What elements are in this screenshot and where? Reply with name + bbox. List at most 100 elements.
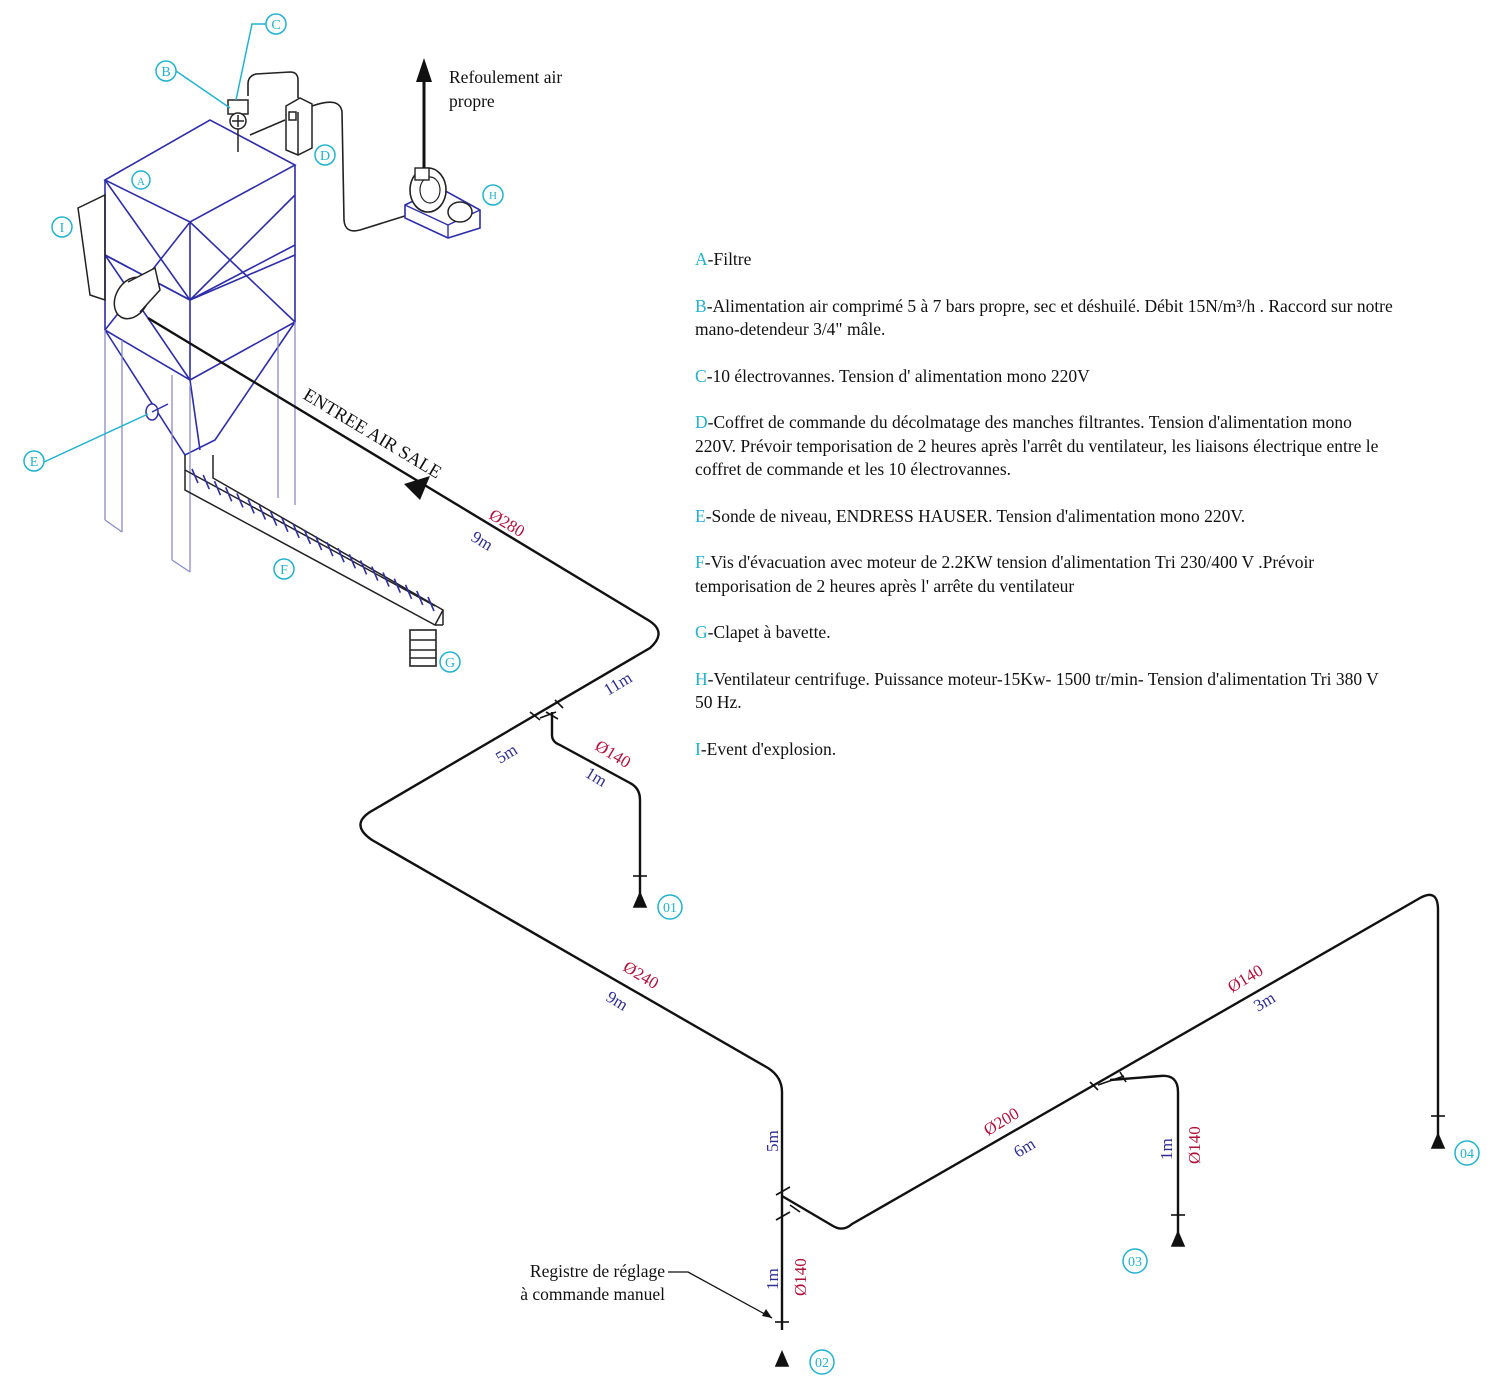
callout-D: D — [314, 144, 336, 166]
legend-text: -Filtre — [707, 249, 752, 269]
register-leader-arrow — [762, 1309, 772, 1318]
legend-item-a: A-Filtre — [695, 248, 1395, 272]
exhaust-label-line1: Refoulement air — [449, 67, 562, 87]
screw-flights — [191, 468, 435, 612]
inlet-bellmouth — [113, 266, 161, 320]
screw-flight — [427, 596, 435, 612]
callout-leaders — [43, 23, 266, 463]
screw-flight — [382, 572, 390, 587]
legend-text: -Ventilateur centrifuge. Puissance moteu… — [695, 668, 1379, 713]
screw-flight — [348, 554, 357, 569]
outlet-02: 02 — [809, 1349, 835, 1375]
legend-text: -Coffret de commande du décolmatage des … — [695, 412, 1379, 479]
legend-item-g: G-Clapet à bavette. — [695, 621, 1395, 645]
screw-flight — [393, 578, 402, 594]
label-5m-b: 5m — [763, 1130, 782, 1152]
label-9m-a: 9m — [468, 527, 496, 554]
callout-H: H — [482, 184, 504, 206]
label-d140-c: Ø140 — [1185, 1126, 1204, 1164]
svg-text:A: A — [137, 176, 145, 188]
svg-text:04: 04 — [1460, 1147, 1474, 1162]
label-1m-a: 1m — [582, 763, 610, 790]
callout-I: I — [51, 216, 73, 238]
cable-to-fan — [311, 101, 409, 232]
outlet-03: 03 — [1122, 1248, 1148, 1274]
screw-flight — [326, 541, 334, 557]
legend-text: -Clapet à bavette. — [707, 622, 831, 642]
exhaust-label-line2: propre — [449, 91, 495, 111]
svg-text:02: 02 — [815, 1356, 829, 1371]
screw-flight — [247, 499, 255, 514]
legend-text: -Vis d'évacuation avec moteur de 2.2KW t… — [695, 552, 1315, 596]
outlet-01: 01 — [657, 894, 683, 920]
legend-letter: D — [695, 412, 708, 432]
exhaust-arrow — [416, 58, 432, 168]
label-1m-c: 1m — [1157, 1138, 1176, 1160]
label-d200: Ø200 — [980, 1104, 1022, 1140]
screw-flight — [191, 468, 199, 484]
svg-text:E: E — [30, 455, 39, 470]
callout-B: B — [155, 60, 177, 82]
inlet-label: ENTREE AIR SALE — [299, 385, 444, 483]
label-11m: 11m — [600, 668, 635, 700]
legend-item-i: I-Event d'explosion. — [695, 738, 1395, 762]
label-d140-b: Ø140 — [791, 1258, 810, 1296]
flap-valve — [409, 629, 437, 667]
screw-flight — [236, 493, 244, 508]
svg-text:G: G — [445, 656, 455, 671]
legend: A-Filtre B-Alimentation air comprimé 5 à… — [695, 248, 1395, 784]
explosion-vent — [77, 193, 106, 302]
legend-letter: F — [695, 552, 705, 572]
screw-flight — [303, 529, 312, 545]
legend-item-f: F-Vis d'évacuation avec moteur de 2.2KW … — [695, 551, 1395, 598]
screw-flight — [213, 480, 222, 496]
screw-flight — [404, 584, 413, 600]
legend-letter: H — [695, 668, 708, 689]
solenoid-valves — [227, 99, 249, 152]
level-probe — [145, 403, 169, 421]
screw-flight — [224, 486, 233, 502]
register-label-line1: Registre de réglage — [530, 1261, 665, 1281]
legend-text: -10 électrovannes. Tension d' alimentati… — [706, 365, 1090, 386]
callout-F: F — [273, 558, 295, 580]
screw-flight — [371, 566, 379, 581]
svg-text:01: 01 — [663, 901, 677, 916]
legend-text: -Alimentation air comprimé 5 à 7 bars pr… — [695, 295, 1393, 340]
callout-A: A — [131, 170, 151, 190]
legend-letter: E — [695, 505, 706, 526]
branch-02-04 — [781, 893, 1440, 1230]
filter-unit — [103, 119, 297, 457]
legend-letter: A — [695, 249, 708, 269]
callout-C: C — [265, 13, 287, 35]
svg-text:F: F — [280, 563, 288, 578]
filter-legs — [104, 322, 296, 573]
legend-letter: I — [695, 738, 701, 759]
label-1m-b: 1m — [763, 1268, 782, 1290]
branch-03 — [1109, 1074, 1180, 1240]
inlet-flow-arrow — [404, 476, 430, 500]
screw-flight — [416, 590, 424, 606]
label-5m-a: 5m — [492, 740, 520, 767]
svg-text:C: C — [271, 18, 280, 33]
screw-conveyor — [184, 455, 445, 627]
branch-01 — [550, 712, 642, 905]
outlet-terminals — [632, 875, 1446, 1367]
legend-item-b: B-Alimentation air comprimé 5 à 7 bars p… — [695, 295, 1395, 342]
legend-item-h: H-Ventilateur centrifuge. Puissance mote… — [695, 668, 1395, 715]
duct-fittings — [529, 699, 1127, 1221]
screw-flight — [337, 547, 345, 563]
screw-flight — [258, 505, 267, 520]
legend-letter: B — [695, 295, 707, 316]
register-label-line2: à commande manuel — [520, 1284, 665, 1304]
label-9m-b: 9m — [603, 987, 631, 1014]
svg-text:D: D — [320, 149, 330, 164]
duct-network — [147, 316, 1440, 1330]
legend-item-d: D-Coffret de commande du décolmatage des… — [695, 411, 1395, 482]
legend-letter: G — [695, 622, 708, 642]
legend-text: -Event d'explosion. — [700, 738, 837, 759]
outlet-04: 04 — [1454, 1140, 1480, 1166]
cable-short — [249, 119, 286, 136]
callout-bubbles: A B C D E F G H I 01 02 03 04 — [23, 13, 1480, 1375]
svg-text:I: I — [60, 221, 65, 236]
legend-text: -Sonde de niveau, ENDRESS HAUSER. Tensio… — [705, 505, 1246, 526]
